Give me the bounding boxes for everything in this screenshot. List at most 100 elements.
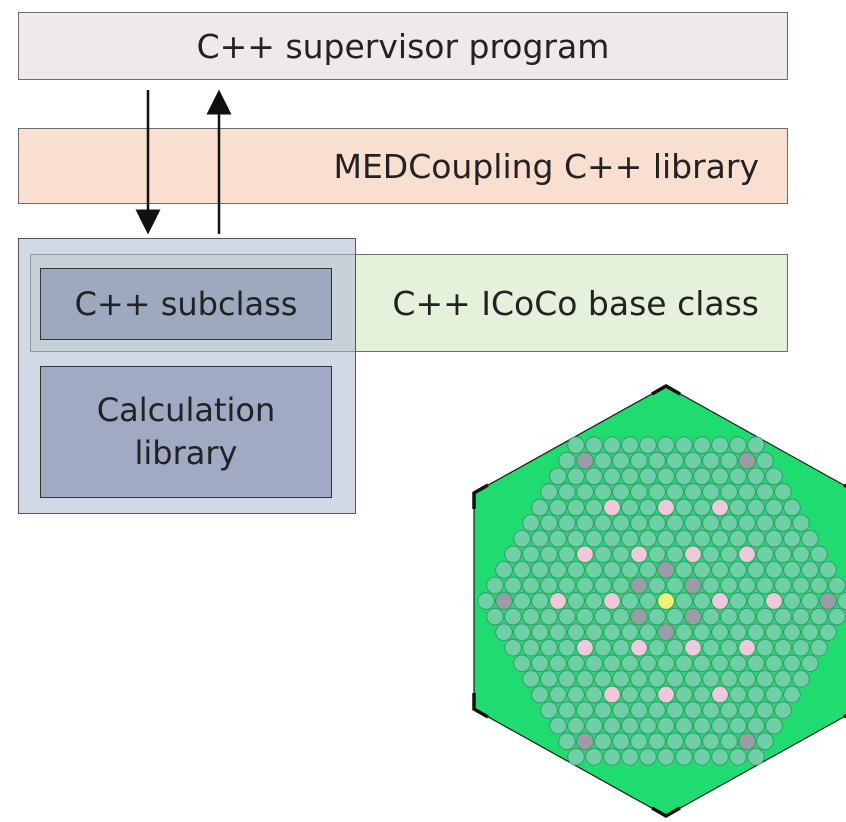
fuel-pin: [594, 607, 612, 626]
fuel-pin: [693, 498, 711, 517]
fuel-pin: [648, 483, 666, 501]
guide-tube: [657, 685, 675, 704]
fuel-pin: [612, 451, 630, 470]
guide-tube: [576, 639, 594, 657]
fuel-pin: [720, 607, 738, 626]
fuel-pin: [639, 717, 657, 735]
fuel-pin: [756, 639, 774, 657]
fuel-pin: [792, 639, 810, 657]
fuel-pin: [792, 576, 810, 595]
fuel-pin: [558, 607, 576, 626]
fuel-pin: [504, 607, 522, 626]
fuel-pin: [666, 670, 684, 688]
fuel-pin: [666, 451, 684, 470]
fuel-pin: [801, 654, 819, 673]
fuel-pin: [585, 436, 603, 454]
fuel-pin: [603, 717, 621, 735]
fuel-pin: [585, 623, 603, 641]
fuel-pin: [522, 607, 540, 626]
fuel-pin: [639, 748, 657, 766]
fuel-pin: [711, 561, 729, 579]
fuel-pin: [828, 576, 846, 595]
fuel-pin: [657, 748, 675, 766]
fuel-pin: [648, 732, 666, 751]
fuel-pin: [702, 732, 720, 751]
fuel-pin: [756, 483, 774, 501]
fuel-pin: [612, 483, 630, 501]
fuel-pin: [585, 592, 603, 610]
fuel-pin: [657, 436, 675, 454]
fuel-pin: [765, 529, 783, 548]
fuel-pin: [756, 670, 774, 688]
fuel-pin: [783, 685, 801, 704]
absorber-pin: [630, 607, 648, 626]
medcoupling-library-box: MEDCoupling C++ library: [18, 128, 788, 204]
fuel-pin: [693, 748, 711, 766]
fuel-pin: [594, 451, 612, 470]
calculation-library-box: Calculation library: [40, 366, 332, 498]
fuel-pin: [693, 654, 711, 673]
fuel-pin: [747, 685, 765, 704]
fuel-pin: [720, 545, 738, 563]
fuel-pin: [540, 545, 558, 563]
fuel-pin: [684, 732, 702, 751]
fuel-pin: [558, 514, 576, 532]
fuel-pin: [522, 670, 540, 688]
fuel-pin: [486, 576, 504, 595]
fuel-pin: [522, 545, 540, 563]
fuel-pin: [792, 514, 810, 532]
fuel-pin: [648, 451, 666, 470]
fuel-pin: [702, 639, 720, 657]
calculation-library-label-line2: library: [134, 434, 238, 472]
fuel-pin: [675, 685, 693, 704]
fuel-pin: [621, 685, 639, 704]
fuel-pin: [702, 545, 720, 563]
fuel-pin: [747, 748, 765, 766]
fuel-pin: [729, 592, 747, 610]
fuel-pin: [675, 467, 693, 485]
fuel-pin: [522, 514, 540, 532]
fuel-pin: [621, 467, 639, 485]
fuel-pin: [684, 483, 702, 501]
assembly-corner-marks: [472, 383, 846, 819]
fuel-pin: [792, 545, 810, 563]
fuel-pin: [621, 498, 639, 517]
fuel-pin: [711, 748, 729, 766]
fuel-pin: [558, 483, 576, 501]
fuel-pin: [567, 654, 585, 673]
guide-tube: [603, 592, 621, 610]
fuel-pin: [720, 576, 738, 595]
fuel-pin: [621, 529, 639, 548]
fuel-pin: [531, 685, 549, 704]
fuel-pin: [693, 436, 711, 454]
fuel-pin: [594, 732, 612, 751]
fuel-pin: [576, 576, 594, 595]
absorber-pin: [738, 732, 756, 751]
fuel-pin: [837, 592, 846, 610]
fuel-pin: [702, 607, 720, 626]
fuel-pin: [774, 483, 792, 501]
fuel-pin: [567, 623, 585, 641]
calculation-library-label-line1: Calculation: [96, 390, 276, 429]
fuel-pin: [612, 732, 630, 751]
fuel-pin: [801, 529, 819, 548]
fuel-pin: [693, 685, 711, 704]
fuel-pin: [765, 717, 783, 735]
fuel-pin: [747, 654, 765, 673]
fuel-pin: [549, 717, 567, 735]
fuel-pin: [738, 701, 756, 719]
supervisor-program-label: C++ supervisor program: [196, 26, 610, 66]
fuel-pin: [657, 717, 675, 735]
fuel-pin: [738, 607, 756, 626]
fuel-pin: [576, 670, 594, 688]
fuel-pin: [765, 654, 783, 673]
fuel-pin: [648, 639, 666, 657]
fuel-pin: [711, 623, 729, 641]
fuel-pin: [729, 498, 747, 517]
fuel-pin: [747, 436, 765, 454]
fuel-pin: [765, 467, 783, 485]
fuel-pin: [774, 639, 792, 657]
fuel-pin: [702, 701, 720, 719]
fuel-pin: [567, 467, 585, 485]
guide-tube: [738, 639, 756, 657]
